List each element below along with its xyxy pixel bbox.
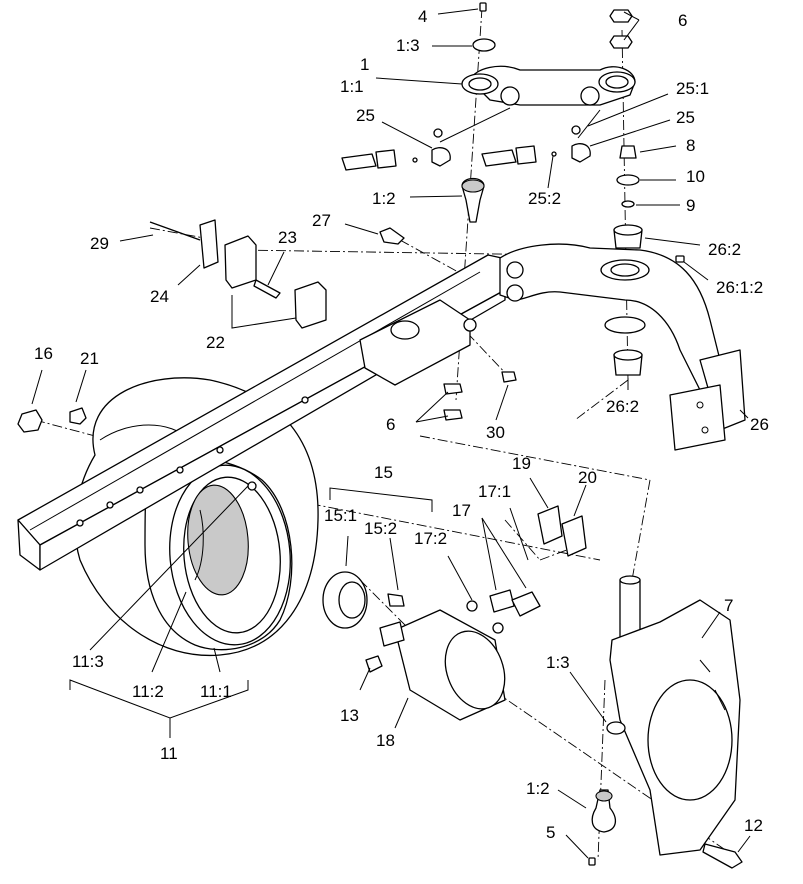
callout-8: 8 — [686, 136, 695, 155]
small-hardware — [17, 2, 743, 869]
callout-19: 19 — [512, 454, 531, 473]
steering-arm — [499, 243, 746, 451]
callout-1: 1 — [360, 55, 369, 74]
callout-10: 10 — [686, 167, 705, 186]
callout-26-2-lower: 26:2 — [606, 397, 639, 416]
callout-17-2: 17:2 — [414, 529, 447, 548]
callout-13: 13 — [340, 706, 359, 725]
callout-26-2-top: 26:2 — [708, 240, 741, 259]
callout-27: 27 — [312, 211, 331, 230]
callout-1-3-top: 1:3 — [396, 36, 420, 55]
callout-26: 26 — [750, 415, 769, 434]
callout-21: 21 — [80, 349, 99, 368]
callout-25-2: 25:2 — [528, 189, 561, 208]
callout-15-2: 15:2 — [364, 519, 397, 538]
callout-16: 16 — [34, 344, 53, 363]
callout-11-2: 11:2 — [132, 682, 164, 701]
callout-17: 17 — [452, 501, 471, 520]
frame-beam — [17, 254, 521, 571]
top-bracket — [461, 65, 636, 106]
callout-11: 11 — [160, 744, 178, 763]
callout-18: 18 — [376, 731, 395, 750]
callout-7: 7 — [724, 596, 733, 615]
callout-23: 23 — [278, 228, 297, 247]
callout-25-left: 25 — [356, 106, 375, 125]
callout-24: 24 — [150, 287, 169, 306]
callout-4: 4 — [418, 7, 427, 26]
callout-1-1: 1:1 — [340, 77, 364, 96]
callout-1-2-lower: 1:2 — [526, 779, 550, 798]
callout-1-3-lower: 1:3 — [546, 653, 570, 672]
callout-11-3: 11:3 — [72, 652, 104, 671]
callout-12: 12 — [744, 816, 763, 835]
callout-5: 5 — [546, 823, 555, 842]
callout-1-2-top: 1:2 — [372, 189, 396, 208]
callout-9: 9 — [686, 196, 695, 215]
callout-29: 29 — [90, 234, 109, 253]
callout-labels: 4 6 1:3 1 1:1 25:1 25 25 8 10 1:2 25:2 9… — [34, 7, 769, 842]
callout-25-right: 25 — [676, 108, 695, 127]
callout-6-lower: 6 — [386, 415, 395, 434]
leader-lines — [31, 8, 751, 859]
callout-20: 20 — [578, 468, 597, 487]
callout-15-1: 15:1 — [324, 506, 357, 525]
callout-17-1: 17:1 — [478, 482, 511, 501]
callout-22: 22 — [206, 333, 225, 352]
callout-25-1: 25:1 — [676, 79, 709, 98]
callout-30: 30 — [486, 423, 505, 442]
callout-11-1: 11:1 — [200, 682, 232, 701]
callout-26-1-2: 26:1:2 — [716, 278, 763, 297]
callout-15: 15 — [374, 463, 393, 482]
callout-6-top: 6 — [678, 11, 687, 30]
